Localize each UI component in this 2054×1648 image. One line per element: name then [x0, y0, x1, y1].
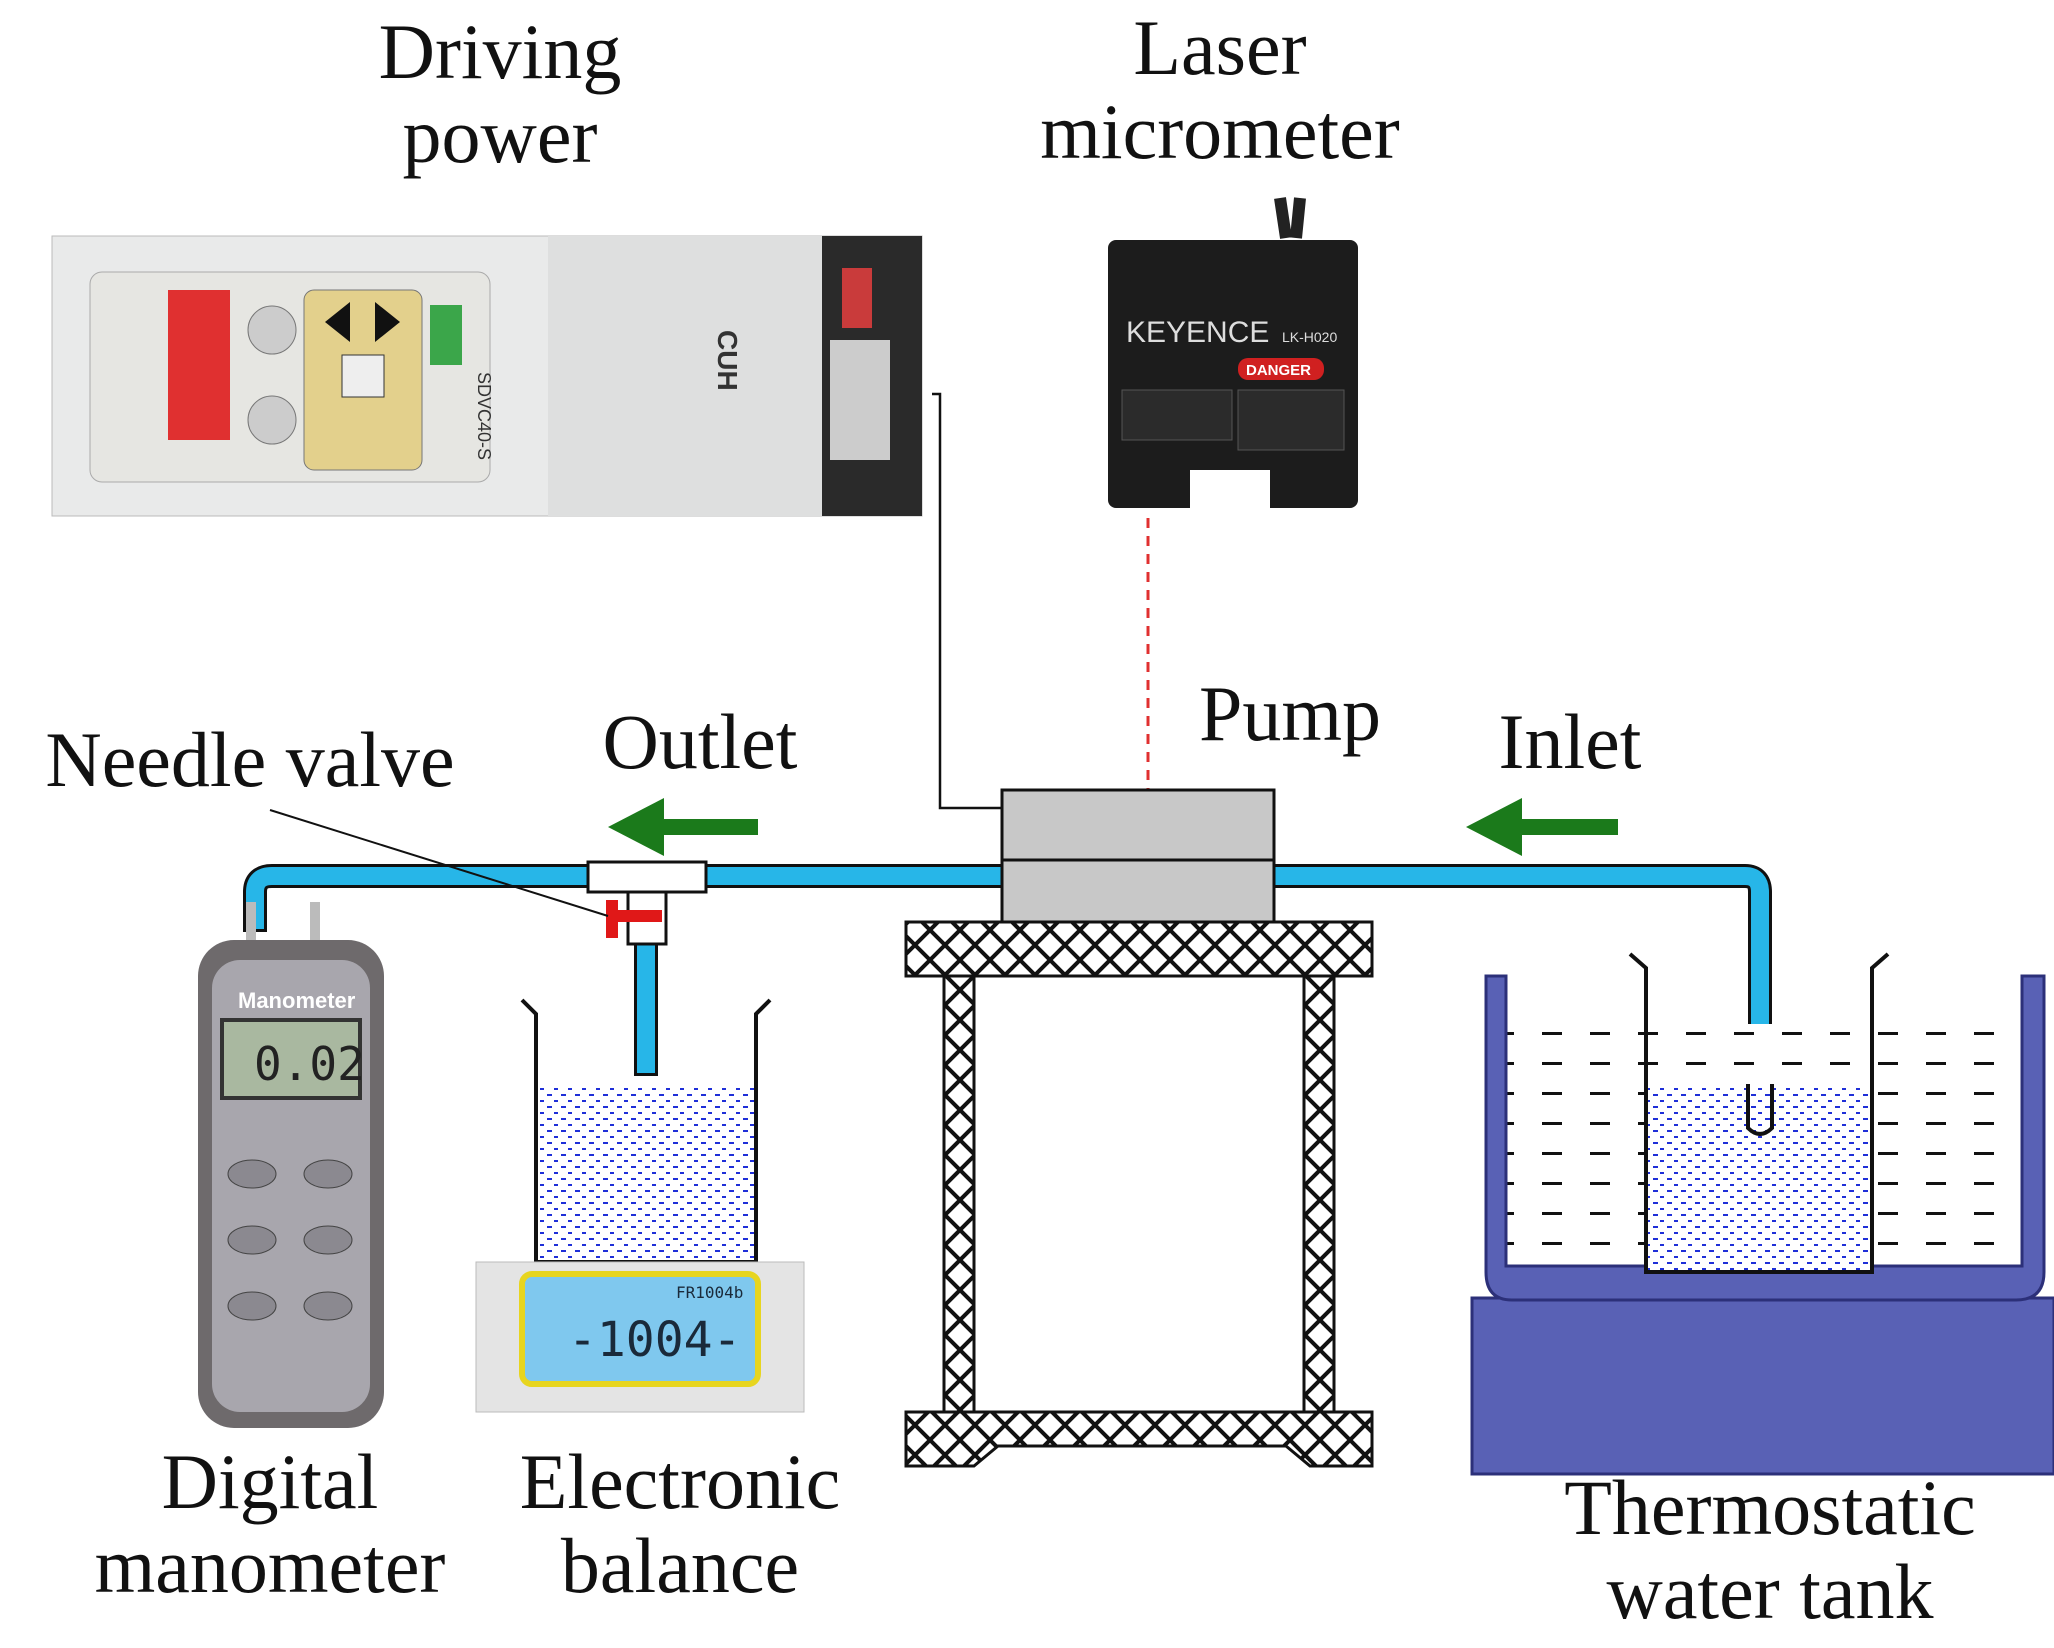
collection-beaker — [520, 998, 772, 1264]
label-digital-manometer: Digital manometer — [94, 1438, 446, 1610]
thermostatic-water-tank — [1470, 952, 2054, 1476]
electronic-balance: -1004- FR1004b — [475, 1261, 805, 1413]
label-needle-valve: Needle valve — [45, 716, 455, 803]
support-stand — [904, 920, 1374, 1468]
label-thermostatic-water-tank: Thermostatic water tank — [1564, 1464, 1976, 1636]
balance-status: FR1004b — [676, 1283, 743, 1302]
manometer-title: Manometer — [238, 988, 356, 1013]
needle-valve-leader — [269, 809, 609, 917]
label-laser-micrometer: Laser micrometer — [1040, 4, 1400, 176]
sensor-model: LK-H020 — [1282, 329, 1337, 345]
label-outlet: Outlet — [602, 698, 798, 785]
label-pump: Pump — [1198, 670, 1382, 757]
controller-cable — [932, 392, 1002, 810]
flow-arrow-icon — [608, 798, 758, 856]
pump-body — [1000, 788, 1276, 924]
label-electronic-balance: Electronic balance — [519, 1438, 841, 1610]
controller-model: SDVC40-S — [474, 372, 494, 460]
needle-valve-body — [586, 860, 708, 946]
manometer-reading: 0.02 — [254, 1037, 365, 1091]
label-inlet: Inlet — [1498, 698, 1642, 785]
laser-micrometer-sensor: KEYENCE LK-H020 DANGER — [1108, 197, 1358, 510]
controller-brand: CUH — [712, 330, 743, 391]
sensor-warning: DANGER — [1246, 362, 1311, 379]
balance-reading: -1004- — [568, 1312, 741, 1368]
tubing — [243, 864, 1772, 1140]
digital-manometer: Manometer 0.02 — [198, 902, 384, 1428]
sensor-brand: KEYENCE — [1126, 316, 1269, 349]
flow-arrow-icon — [1466, 798, 1618, 856]
label-driving-power: Driving power — [378, 8, 622, 180]
driving-power-controller: CUH SDVC40-S — [51, 235, 923, 517]
